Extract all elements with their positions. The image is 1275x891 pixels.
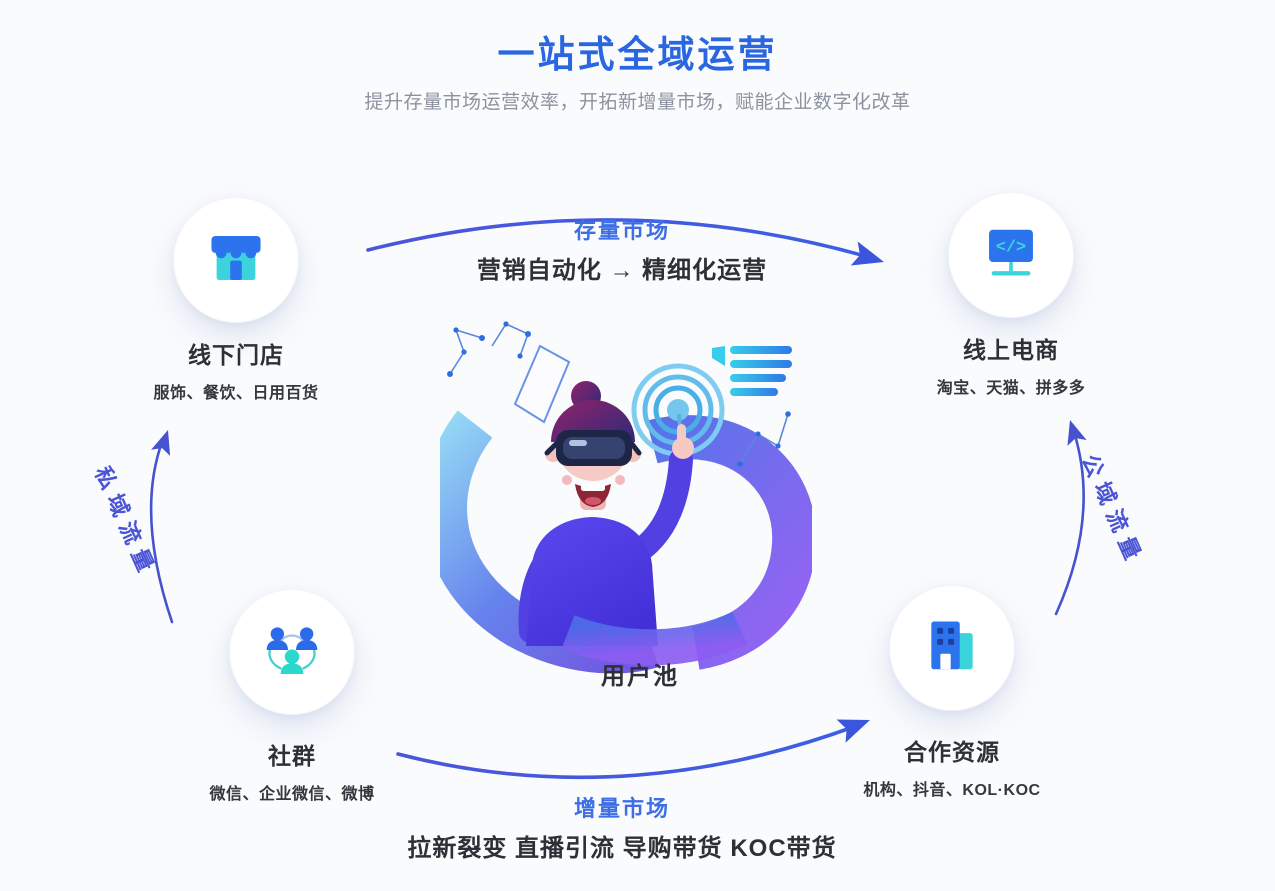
constellation-decor-right (737, 411, 791, 467)
node-partner-resources: 合作资源 机构、抖音、KOL·KOC (812, 585, 1092, 800)
constellation-decor-left (449, 322, 530, 375)
page-title: 一站式全域运营 (497, 34, 778, 75)
vr-person (518, 381, 694, 646)
bottom-flow-arrow (396, 719, 870, 780)
people-group-icon (260, 618, 324, 687)
page-subtitle: 提升存量市场运营效率，开拓新增量市场，赋能企业数字化改革 (364, 92, 911, 113)
monitor-code-icon: </> (980, 222, 1042, 289)
swirl-ribbon-right (646, 415, 812, 670)
top-flow-tag: 存量市场 (573, 218, 670, 243)
node-label: 线下门店 (188, 342, 284, 368)
rhombus-decor (513, 344, 571, 424)
node-offline-store: 线下门店 服饰、餐饮、日用百货 (96, 197, 376, 403)
right-flow-arrow (1054, 420, 1087, 616)
storefront-icon (205, 227, 267, 294)
community-circle (229, 589, 355, 715)
node-label: 社群 (268, 743, 316, 769)
node-sublabel: 机构、抖音、KOL·KOC (863, 782, 1041, 799)
node-label: 线上电商 (963, 337, 1059, 363)
message-list-decor (712, 346, 792, 396)
node-sublabel: 微信、企业微信、微博 (209, 786, 375, 803)
vr-user-illustration (440, 321, 812, 674)
node-sublabel: 服饰、餐饮、日用百货 (153, 385, 319, 402)
node-community: 社群 微信、企业微信、微博 (152, 589, 432, 804)
user-pool-label: 用户池 (601, 663, 679, 690)
swirl-ribbon-front (561, 611, 748, 666)
node-sublabel: 淘宝、天猫、拼多多 (936, 380, 1086, 397)
left-flow-arrow (149, 430, 174, 624)
top-flow-desc: 营销自动化 → 精细化运营 (476, 257, 768, 284)
top-flow-labels: 存量市场 营销自动化 → 精细化运营 (382, 213, 862, 285)
node-label: 合作资源 (904, 739, 1000, 765)
bottom-flow-labels: 增量市场 拉新裂变 直播引流 导购带货 KOC带货 (372, 791, 872, 863)
code-glyph: </> (996, 238, 1026, 257)
offline-store-circle (173, 197, 299, 323)
bottom-flow-tag: 增量市场 (573, 796, 670, 821)
top-flow-arrow (366, 218, 884, 266)
bottom-flow-desc: 拉新裂变 直播引流 导购带货 KOC带货 (407, 835, 837, 862)
constellation-dots-left (447, 321, 531, 377)
node-online-ecommerce: </> 线上电商 淘宝、天猫、拼多多 (871, 192, 1151, 398)
buildings-icon (921, 615, 983, 682)
partner-resources-circle (889, 585, 1015, 711)
online-ecommerce-circle: </> (948, 192, 1074, 318)
